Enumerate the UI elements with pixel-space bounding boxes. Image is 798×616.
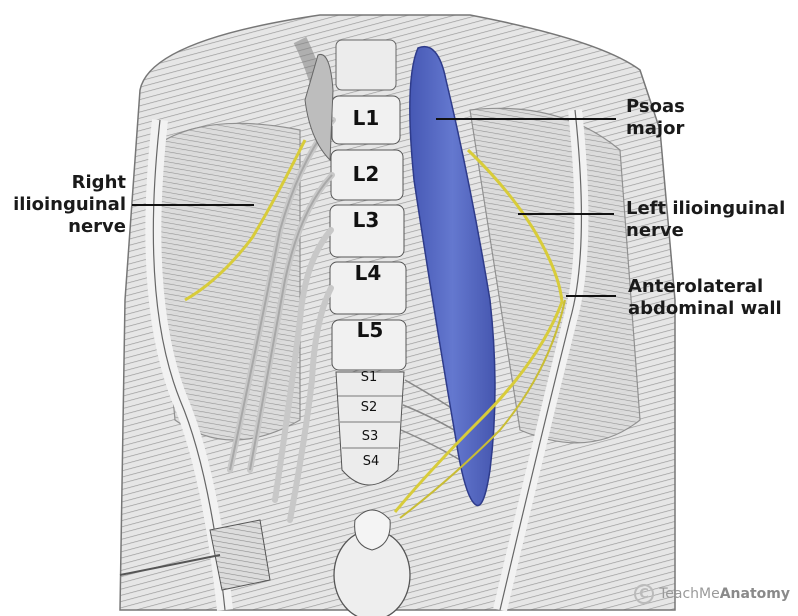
leader-left-ilioinguinal: [518, 213, 614, 215]
label-left-line2: nerve: [626, 220, 684, 241]
psoas-major: [409, 46, 496, 507]
watermark: C TeachMeAnatomy: [634, 584, 790, 604]
label-right-line1: Right: [71, 172, 126, 193]
leader-anterolateral: [566, 295, 616, 297]
label-left-ilioinguinal: Left ilioinguinal nerve: [626, 198, 785, 242]
vertebra-label-l2: L2: [352, 162, 380, 186]
vertebra-label-s1: S1: [360, 370, 378, 385]
label-psoas-major: Psoas major: [626, 96, 685, 140]
label-antero-line1: Anterolateral: [628, 276, 764, 297]
right-ilioinguinal-path: [184, 139, 307, 302]
label-psoas-line1: Psoas: [626, 96, 685, 117]
vertebra-label-l4: L4: [354, 261, 382, 285]
label-right-line2: ilioinguinal: [13, 194, 126, 215]
vertebra-label-l1: L1: [352, 106, 380, 130]
right-psoas: [304, 53, 334, 162]
vertebra-label-l3: L3: [352, 208, 380, 232]
right-muscle: [149, 122, 301, 441]
vertebra-label-s2: S2: [360, 400, 378, 415]
label-left-line1: Left ilioinguinal: [626, 198, 786, 219]
watermark-prefix: TeachMe: [659, 586, 720, 602]
label-antero-line2: abdominal wall: [628, 298, 782, 319]
watermark-brand: Anatomy: [719, 586, 790, 602]
vertebra-label-s3: S3: [361, 429, 379, 444]
copyright-icon: C: [634, 584, 655, 604]
leader-right-ilioinguinal: [132, 204, 254, 206]
label-right-line3: nerve: [68, 216, 126, 237]
label-right-ilioinguinal: Right ilioinguinal nerve: [13, 172, 126, 238]
watermark-text: TeachMeAnatomy: [659, 586, 790, 602]
vertebra-label-s4: S4: [362, 454, 380, 469]
label-anterolateral: Anterolateral abdominal wall: [628, 276, 782, 320]
label-psoas-line2: major: [626, 118, 685, 139]
leader-psoas: [436, 118, 616, 120]
vertebra-label-l5: L5: [356, 318, 384, 342]
left-ilioinguinal-path: [393, 148, 564, 513]
